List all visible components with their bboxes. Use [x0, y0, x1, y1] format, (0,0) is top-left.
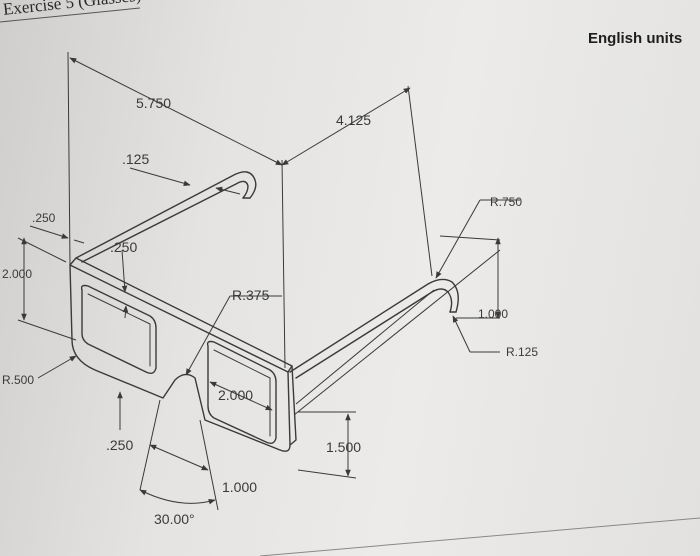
left-temple-top — [75, 171, 257, 259]
frame-top-edge — [69, 257, 293, 373]
left-lens-inner-edge — [87, 293, 151, 367]
dim-line-bridge — [149, 444, 209, 471]
header-rule — [0, 7, 141, 23]
glasses-object — [69, 171, 459, 452]
page-edge — [259, 517, 700, 556]
dim-lens-height: 1.500 — [326, 439, 361, 455]
left-temple-bottom — [81, 180, 249, 263]
dim-lens-width: 2.000 — [218, 387, 253, 403]
dim-nose-radius: R.375 — [232, 287, 270, 303]
dim-line-lens-width — [209, 381, 273, 411]
right-lens-inner-edge — [213, 349, 271, 437]
dim-inner-offset: .250 — [110, 239, 137, 255]
dim-line-frame-width — [69, 57, 283, 166]
right-lens-opening — [206, 340, 277, 445]
dim-corner-radius: R.500 — [2, 373, 34, 387]
dimension-lines — [17, 51, 520, 511]
dim-hook-outer-radius: R.750 — [490, 195, 522, 209]
dim-nose-angle: 30.00° — [154, 511, 195, 527]
frame-right-edge — [289, 365, 297, 446]
left-lens-opening — [80, 284, 157, 375]
dim-frame-height: 2.000 — [2, 267, 32, 281]
dim-temple-length: 4.125 — [336, 112, 371, 128]
units-label: English units — [588, 30, 683, 47]
dim-outer-offset: .250 — [32, 211, 56, 225]
right-temple-bottom — [295, 288, 453, 379]
right-temple-top — [289, 278, 459, 373]
dim-hook-height: 1.000 — [478, 307, 508, 321]
dim-bridge-width: 1.000 — [222, 479, 257, 495]
dim-arc-nose-angle — [139, 489, 216, 505]
dim-line-temple-length — [281, 87, 411, 166]
dim-hook-inner-radius: R.125 — [506, 345, 538, 359]
dim-temple-thickness: .125 — [122, 151, 149, 167]
dim-bottom-offset: .250 — [106, 437, 133, 453]
dim-frame-width: 5.750 — [136, 95, 171, 111]
